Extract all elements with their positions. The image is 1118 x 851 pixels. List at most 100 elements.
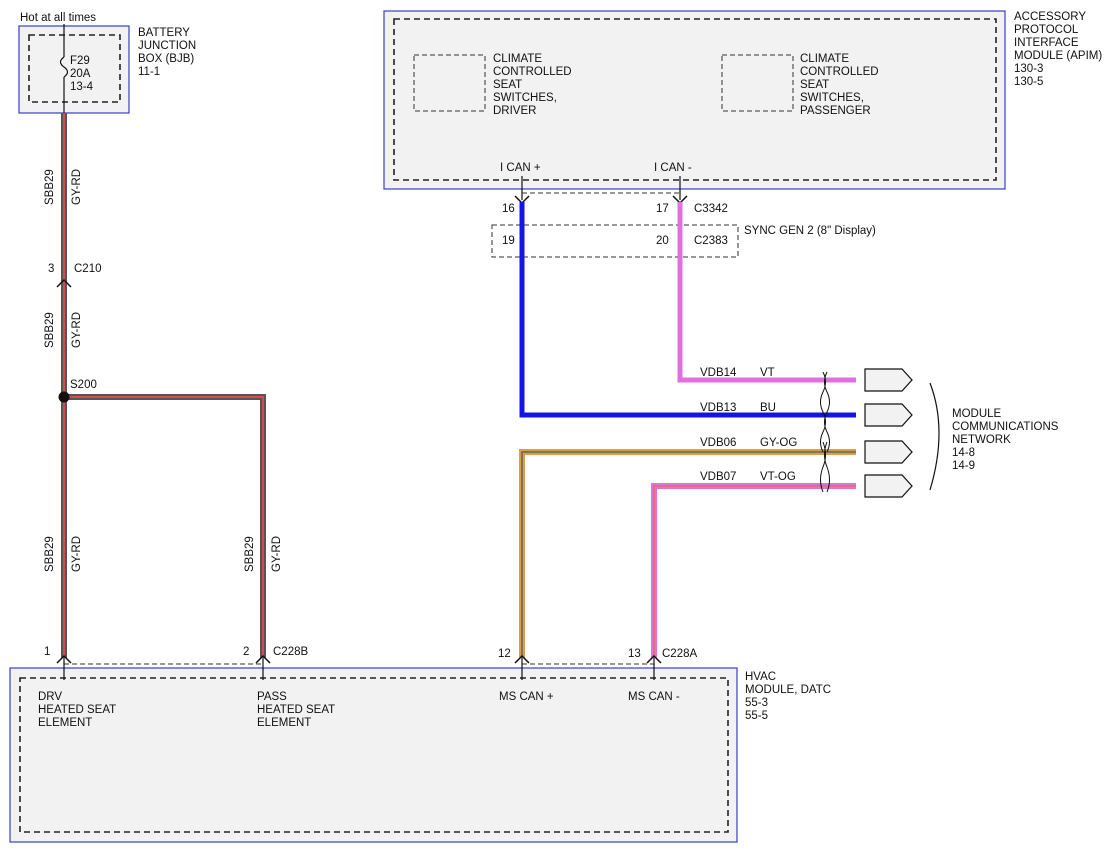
connector-c3342[interactable] <box>514 192 688 205</box>
c2383-description: SYNC GEN 2 (8" Display) <box>744 225 876 237</box>
c228a-label: C228A <box>662 648 697 660</box>
wire-sbb29-branch[interactable] <box>64 394 266 658</box>
c3342-pin-a: 16 <box>502 203 515 215</box>
vdb07-circuit: VDB07 <box>700 471 736 483</box>
c2383-pin-b: 20 <box>656 235 669 247</box>
switch-driver-line4: SWITCHES, <box>493 92 557 104</box>
network-label-line1: MODULE <box>952 408 1002 420</box>
wire-color-label: GY-RD <box>271 536 283 572</box>
c3342-pin-b: 17 <box>656 203 669 215</box>
c210-label: C210 <box>74 263 102 275</box>
switch-driver-line3: SEAT <box>493 79 522 91</box>
hvac-label-line4: 55-5 <box>745 710 768 722</box>
apim-label-line5: 130-3 <box>1014 63 1043 75</box>
wire-vdb06[interactable] <box>519 449 856 658</box>
drv-element-line1: DRV <box>38 691 62 703</box>
hvac-label-line2: MODULE, DATC <box>745 684 831 696</box>
switch-driver-line2: CONTROLLED <box>493 66 572 78</box>
apim-label-line4: MODULE (APIM) <box>1014 50 1102 62</box>
vdb14-color: VT <box>760 367 775 379</box>
fuse-icon <box>59 56 69 78</box>
wire-color-label: GY-RD <box>71 169 83 205</box>
c2383-pin-a: 19 <box>502 235 515 247</box>
hot-at-all-times-label: Hot at all times <box>20 12 96 24</box>
wire-vdb14[interactable] <box>677 202 856 383</box>
ms-can-plus-label: MS CAN + <box>499 691 554 703</box>
switch-passenger-line5: PASSENGER <box>800 105 871 117</box>
switch-driver-box <box>413 54 486 112</box>
pass-element-line1: PASS <box>257 691 287 703</box>
wire-color-label: GY-RD <box>71 312 83 348</box>
c228b-pin-b: 2 <box>243 646 249 658</box>
wire-vdb07[interactable] <box>651 483 856 658</box>
connector-c210[interactable] <box>56 278 72 288</box>
wire-circuit-label: SBB29 <box>44 169 56 205</box>
apim-module[interactable] <box>383 10 1006 190</box>
ms-can-minus-label: MS CAN - <box>628 691 680 703</box>
switch-passenger-box <box>721 54 794 112</box>
splice-s200[interactable] <box>58 391 70 403</box>
fuse-rating: 20A <box>70 68 91 80</box>
vdb06-circuit: VDB06 <box>700 437 736 449</box>
fuse-id: F29 <box>70 55 90 67</box>
c3342-label: C3342 <box>694 203 728 215</box>
wire-vdb13[interactable] <box>519 202 856 418</box>
vdb07-color: VT-OG <box>760 471 796 483</box>
fuse-ref: 13-4 <box>70 81 94 93</box>
battery-junction-box[interactable] <box>18 25 130 114</box>
vdb06-color: GY-OG <box>760 437 797 449</box>
wire-circuit-label: SBB29 <box>244 536 256 572</box>
vdb13-circuit: VDB13 <box>700 402 736 414</box>
bjb-label-line2: JUNCTION <box>138 40 196 52</box>
vdb13-color: BU <box>760 402 776 414</box>
network-arrow-icon[interactable] <box>864 368 913 392</box>
wire-circuit-label: SBB29 <box>44 536 56 572</box>
apim-label-line1: ACCESSORY <box>1014 11 1086 23</box>
hvac-label-line3: 55-3 <box>745 697 768 709</box>
network-brace-icon <box>929 382 940 491</box>
pass-element-line3: ELEMENT <box>257 717 311 729</box>
c2383-label: C2383 <box>694 235 728 247</box>
apim-label-line3: INTERFACE <box>1014 37 1079 49</box>
c228b-pin-a: 1 <box>44 646 50 658</box>
switch-passenger-line4: SWITCHES, <box>800 92 864 104</box>
network-arrow-icon[interactable] <box>864 474 913 498</box>
connector-c2383[interactable] <box>491 224 739 258</box>
switch-passenger-line2: CONTROLLED <box>800 66 879 78</box>
connector-c228b[interactable] <box>56 654 271 680</box>
c228a-pin-a: 12 <box>498 648 511 660</box>
wire-circuit-label: SBB29 <box>44 312 56 348</box>
vdb14-circuit: VDB14 <box>700 367 737 379</box>
c228a-pin-b: 13 <box>628 648 641 660</box>
switch-driver-line5: DRIVER <box>493 105 536 117</box>
bjb-label-line1: BATTERY <box>138 27 190 39</box>
network-label-line4: 14-8 <box>952 447 975 459</box>
twisted-pair-marker <box>820 371 830 453</box>
c210-pin: 3 <box>48 263 54 275</box>
switch-passenger-line1: CLIMATE <box>800 53 849 65</box>
network-label-line2: COMMUNICATIONS <box>952 421 1059 433</box>
drv-element-line3: ELEMENT <box>38 717 92 729</box>
bjb-label-line4: 11-1 <box>138 66 160 78</box>
pass-element-line2: HEATED SEAT <box>257 704 335 716</box>
hvac-module[interactable] <box>9 667 738 843</box>
bjb-label-line3: BOX (BJB) <box>138 53 194 65</box>
network-label-line3: NETWORK <box>952 434 1011 446</box>
twisted-pair-marker <box>820 441 830 493</box>
wire-color-label: GY-RD <box>71 536 83 572</box>
c228b-label: C228B <box>273 646 308 658</box>
s200-label: S200 <box>70 379 97 391</box>
apim-can-plus-label: I CAN + <box>500 162 541 174</box>
apim-can-minus-label: I CAN - <box>654 162 692 174</box>
hvac-label-line1: HVAC <box>745 671 776 683</box>
apim-label-line6: 130-5 <box>1014 76 1043 88</box>
connector-c228a[interactable] <box>514 654 662 680</box>
apim-label-line2: PROTOCOL <box>1014 24 1079 36</box>
network-label-line5: 14-9 <box>952 460 975 472</box>
network-arrow-icon[interactable] <box>864 403 913 427</box>
switch-passenger-line3: SEAT <box>800 79 829 91</box>
drv-element-line2: HEATED SEAT <box>38 704 116 716</box>
network-arrow-icon[interactable] <box>864 440 913 464</box>
switch-driver-line1: CLIMATE <box>493 53 542 65</box>
